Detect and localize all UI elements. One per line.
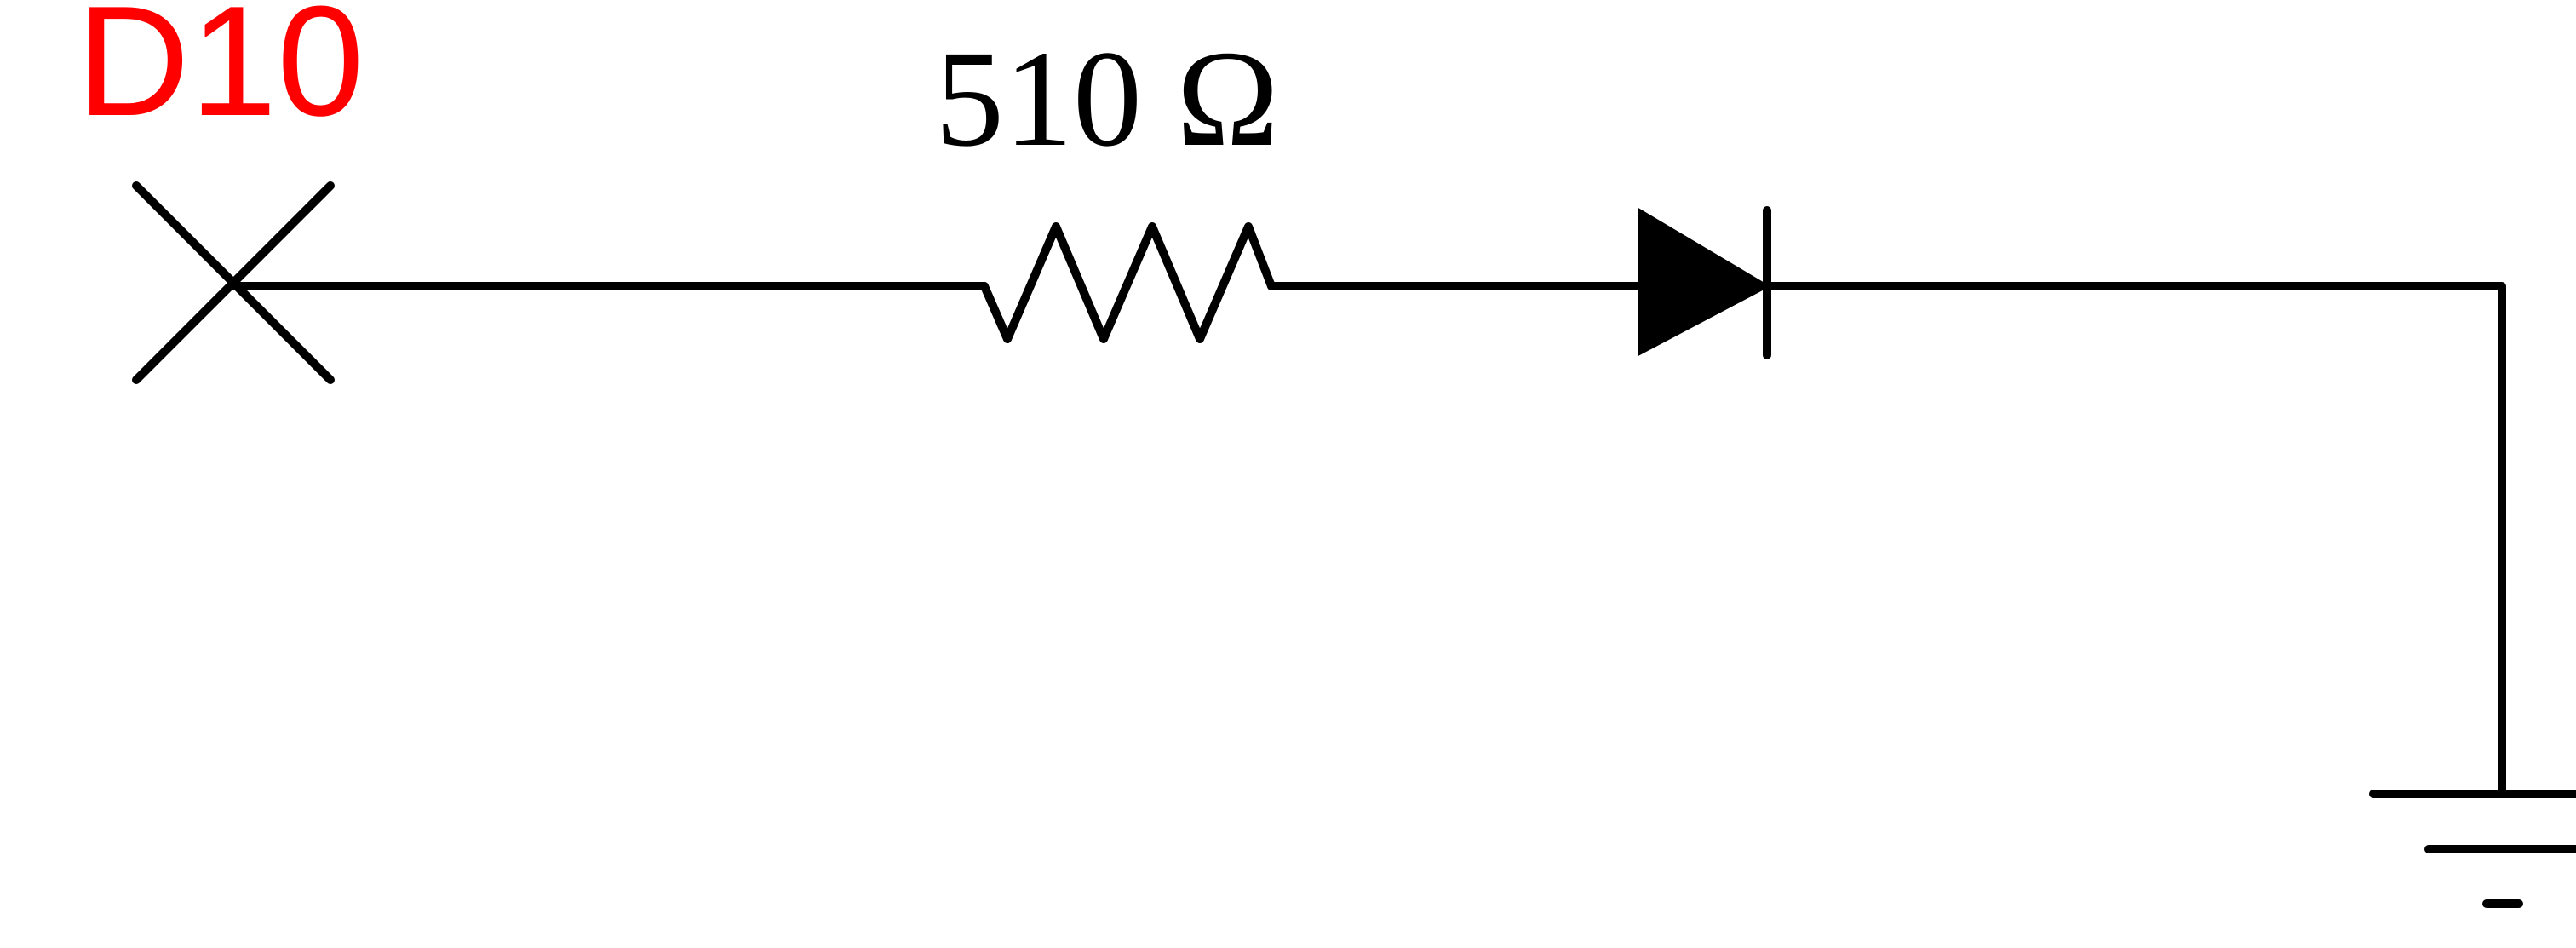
ground-symbol — [2369, 790, 2576, 908]
diode-symbol — [1638, 206, 1771, 359]
wire-diode-to-ground — [1763, 282, 2506, 796]
diode-anode-triangle — [1638, 207, 1771, 357]
resistor-symbol — [980, 222, 1276, 343]
resistor-value-label: 510 Ω — [935, 23, 1279, 175]
pin-label: D10 — [77, 0, 364, 148]
